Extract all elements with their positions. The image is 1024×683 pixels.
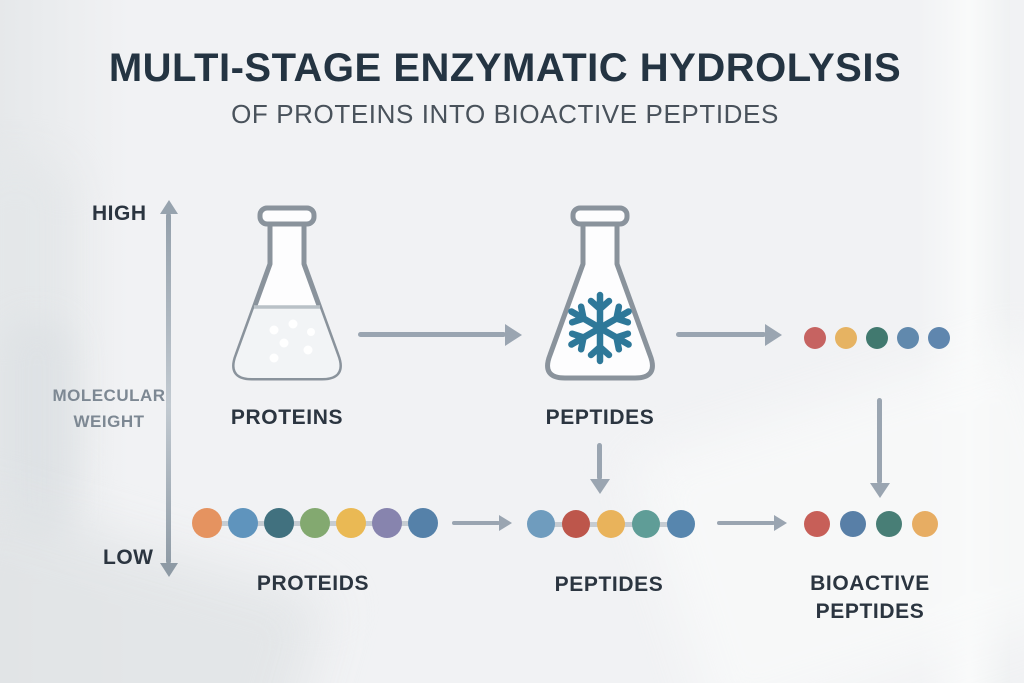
molecule-dot [835, 327, 857, 349]
bioactive-label-line2: PEPTIDES [815, 600, 925, 623]
bioactive-peptides-stage-label: BIOACTIVE PEPTIDES [780, 570, 960, 626]
molecule-dot [912, 511, 938, 537]
molecule-dot [562, 510, 590, 538]
molecule-dot [866, 327, 888, 349]
peptides-bottom-stage-label: PEPTIDES [554, 573, 664, 596]
proteids-molecule-chain [192, 508, 438, 538]
hydrolysis-step2-arrow [676, 332, 766, 337]
bioactive-label-line1: BIOACTIVE [810, 572, 930, 595]
axis-low-label: LOW [103, 546, 154, 569]
page-subtitle: OF PROTEINS INTO BIOACTIVE PEPTIDES [231, 99, 779, 129]
hydrolysis-step3-arrow [452, 521, 500, 525]
peptides-stage-label: PEPTIDES [545, 406, 655, 429]
molecule-dot [228, 508, 258, 538]
molecule-dot [408, 508, 438, 538]
molecule-dot [372, 508, 402, 538]
hydrolysis-step1-arrow [358, 332, 506, 337]
molecule-dot [928, 327, 950, 349]
molecule-dot [264, 508, 294, 538]
proteids-stage-label: PROTEIDS [256, 572, 370, 595]
molecule-dot [804, 327, 826, 349]
hydrolysis-step4-arrow [717, 521, 775, 525]
peptide-fragments-dots [804, 327, 950, 349]
molecule-dot [597, 510, 625, 538]
axis-title: MOLECULAR WEIGHT [28, 383, 190, 435]
molecule-dot [336, 508, 366, 538]
page-title: MULTI-STAGE ENZYMATIC HYDROLYSIS [108, 46, 902, 90]
peptides-molecule-chain [527, 510, 695, 538]
background-blur-shape [0, 160, 70, 500]
molecule-dot [897, 327, 919, 349]
background-sweep-highlight [631, 334, 1024, 683]
bioactive-down-arrow [877, 398, 882, 484]
molecule-dot [876, 511, 902, 537]
molecular-weight-axis-arrow [166, 213, 171, 564]
bioactive-peptides-dots [804, 511, 938, 537]
molecule-dot [192, 508, 222, 538]
proteins-flask-icon [212, 202, 362, 396]
axis-high-label: HIGH [92, 202, 147, 225]
molecule-dot [667, 510, 695, 538]
peptides-flask-icon [525, 202, 675, 396]
background-blur-shape [2, 320, 72, 550]
axis-title-line2: WEIGHT [73, 412, 145, 431]
molecule-dot [632, 510, 660, 538]
molecule-dot [840, 511, 866, 537]
proteins-stage-label: PROTEINS [230, 406, 344, 429]
snowflake-icon [568, 291, 632, 365]
molecule-dot [804, 511, 830, 537]
peptides-down-arrow [597, 443, 602, 480]
molecule-dot [300, 508, 330, 538]
molecule-dot [527, 510, 555, 538]
axis-title-line1: MOLECULAR [52, 386, 166, 405]
